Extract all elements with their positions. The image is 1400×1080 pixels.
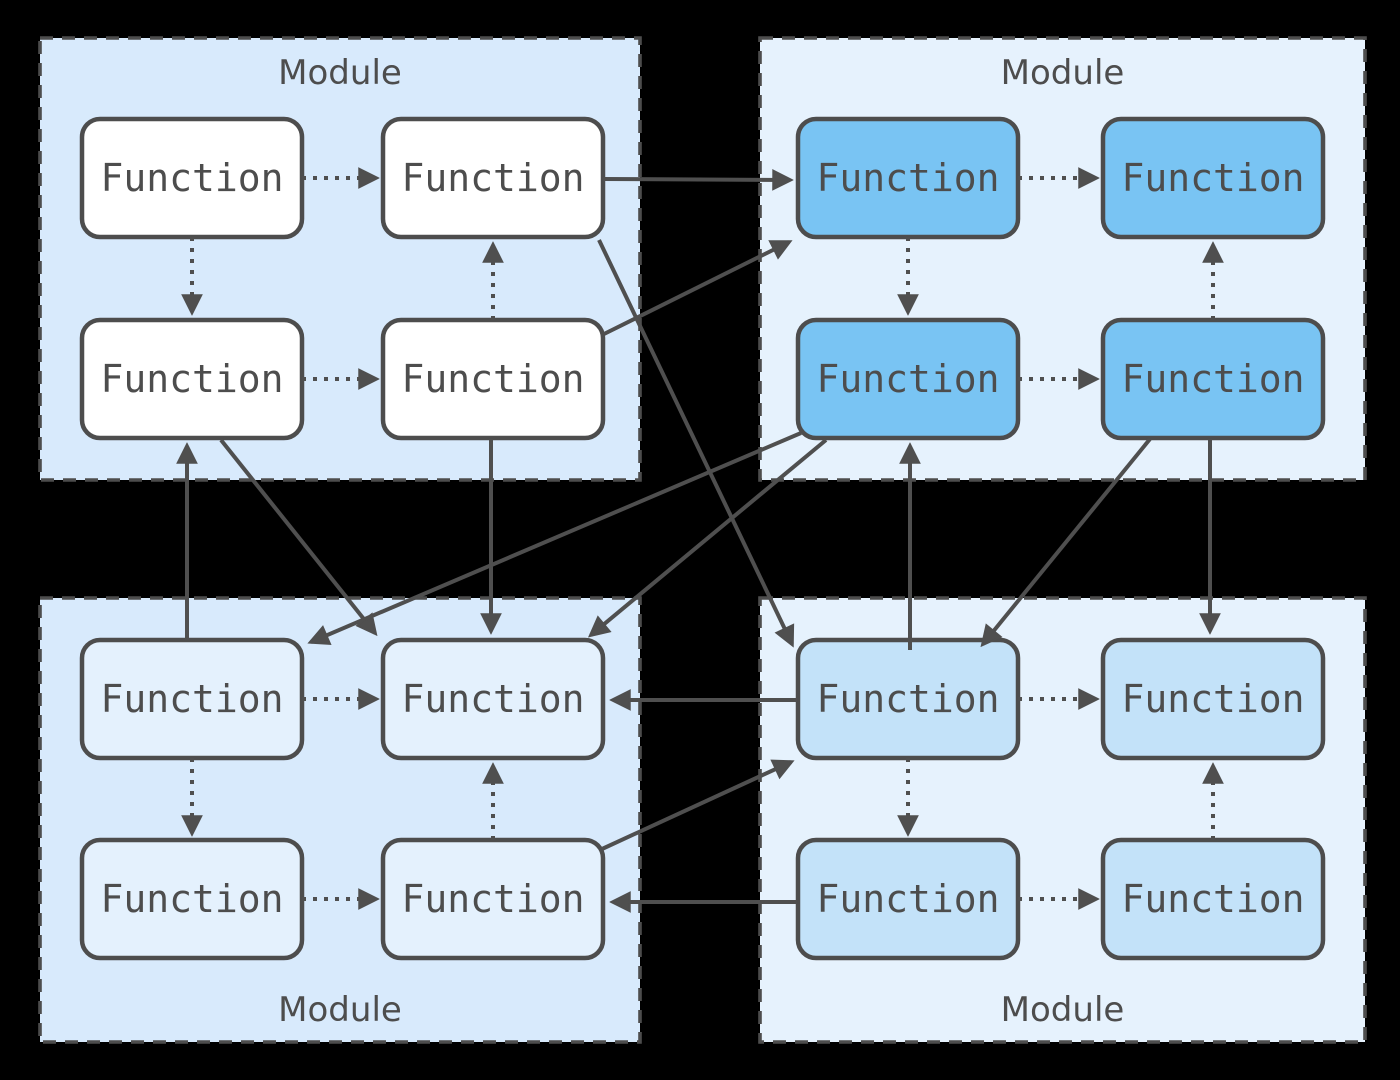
cross-module-call-arrow xyxy=(983,437,1152,644)
function-node: Function xyxy=(79,317,305,441)
function-node: Function xyxy=(795,637,1021,761)
cross-module-call-arrow xyxy=(219,438,375,633)
function-label: Function xyxy=(1121,156,1304,200)
module-title: Module xyxy=(278,990,402,1030)
function-node: Function xyxy=(1100,116,1326,240)
function-node: Function xyxy=(79,837,305,961)
function-label: Function xyxy=(1121,677,1304,721)
module-top-right: Module Function Function Function Functi… xyxy=(758,36,1367,482)
function-node: Function xyxy=(380,637,606,761)
module-title: Module xyxy=(1001,990,1125,1030)
function-label: Function xyxy=(401,156,584,200)
function-node: Function xyxy=(380,837,606,961)
function-label: Function xyxy=(816,877,999,921)
module-title: Module xyxy=(1001,53,1125,93)
function-box xyxy=(1100,116,1326,240)
function-label: Function xyxy=(100,357,283,401)
function-box xyxy=(1100,637,1326,761)
cross-module-call-arrow xyxy=(602,179,790,180)
module-bottom-right: Module Function Function Function Functi… xyxy=(758,596,1367,1044)
function-label: Function xyxy=(100,877,283,921)
cross-module-call-arrow xyxy=(597,239,792,644)
function-label: Function xyxy=(100,677,283,721)
function-box xyxy=(380,116,606,240)
function-label: Function xyxy=(1121,877,1304,921)
cross-module-call-arrow xyxy=(601,762,791,851)
function-node: Function xyxy=(79,637,305,761)
function-node: Function xyxy=(795,116,1021,240)
module-title: Module xyxy=(278,53,402,93)
function-label: Function xyxy=(401,357,584,401)
function-label: Function xyxy=(816,156,999,200)
cross-module-call-arrow xyxy=(591,438,828,635)
function-node: Function xyxy=(79,116,305,240)
function-box xyxy=(380,637,606,761)
cross-module-call-arrow xyxy=(311,431,802,642)
function-label: Function xyxy=(816,357,999,401)
edge-layer xyxy=(187,178,1213,902)
function-node: Function xyxy=(795,837,1021,961)
function-label: Function xyxy=(401,877,584,921)
function-label: Function xyxy=(401,677,584,721)
function-node: Function xyxy=(1100,317,1326,441)
module-bottom-left: Module Function Function Function Functi… xyxy=(38,596,642,1044)
function-node: Function xyxy=(1100,837,1326,961)
function-node: Function xyxy=(380,317,606,441)
function-label: Function xyxy=(816,677,999,721)
function-node: Function xyxy=(380,116,606,240)
function-node: Function xyxy=(795,317,1021,441)
function-label: Function xyxy=(100,156,283,200)
module-top-left: Module Function Function Function Functi… xyxy=(38,36,642,482)
function-node: Function xyxy=(1100,637,1326,761)
function-label: Function xyxy=(1121,357,1304,401)
